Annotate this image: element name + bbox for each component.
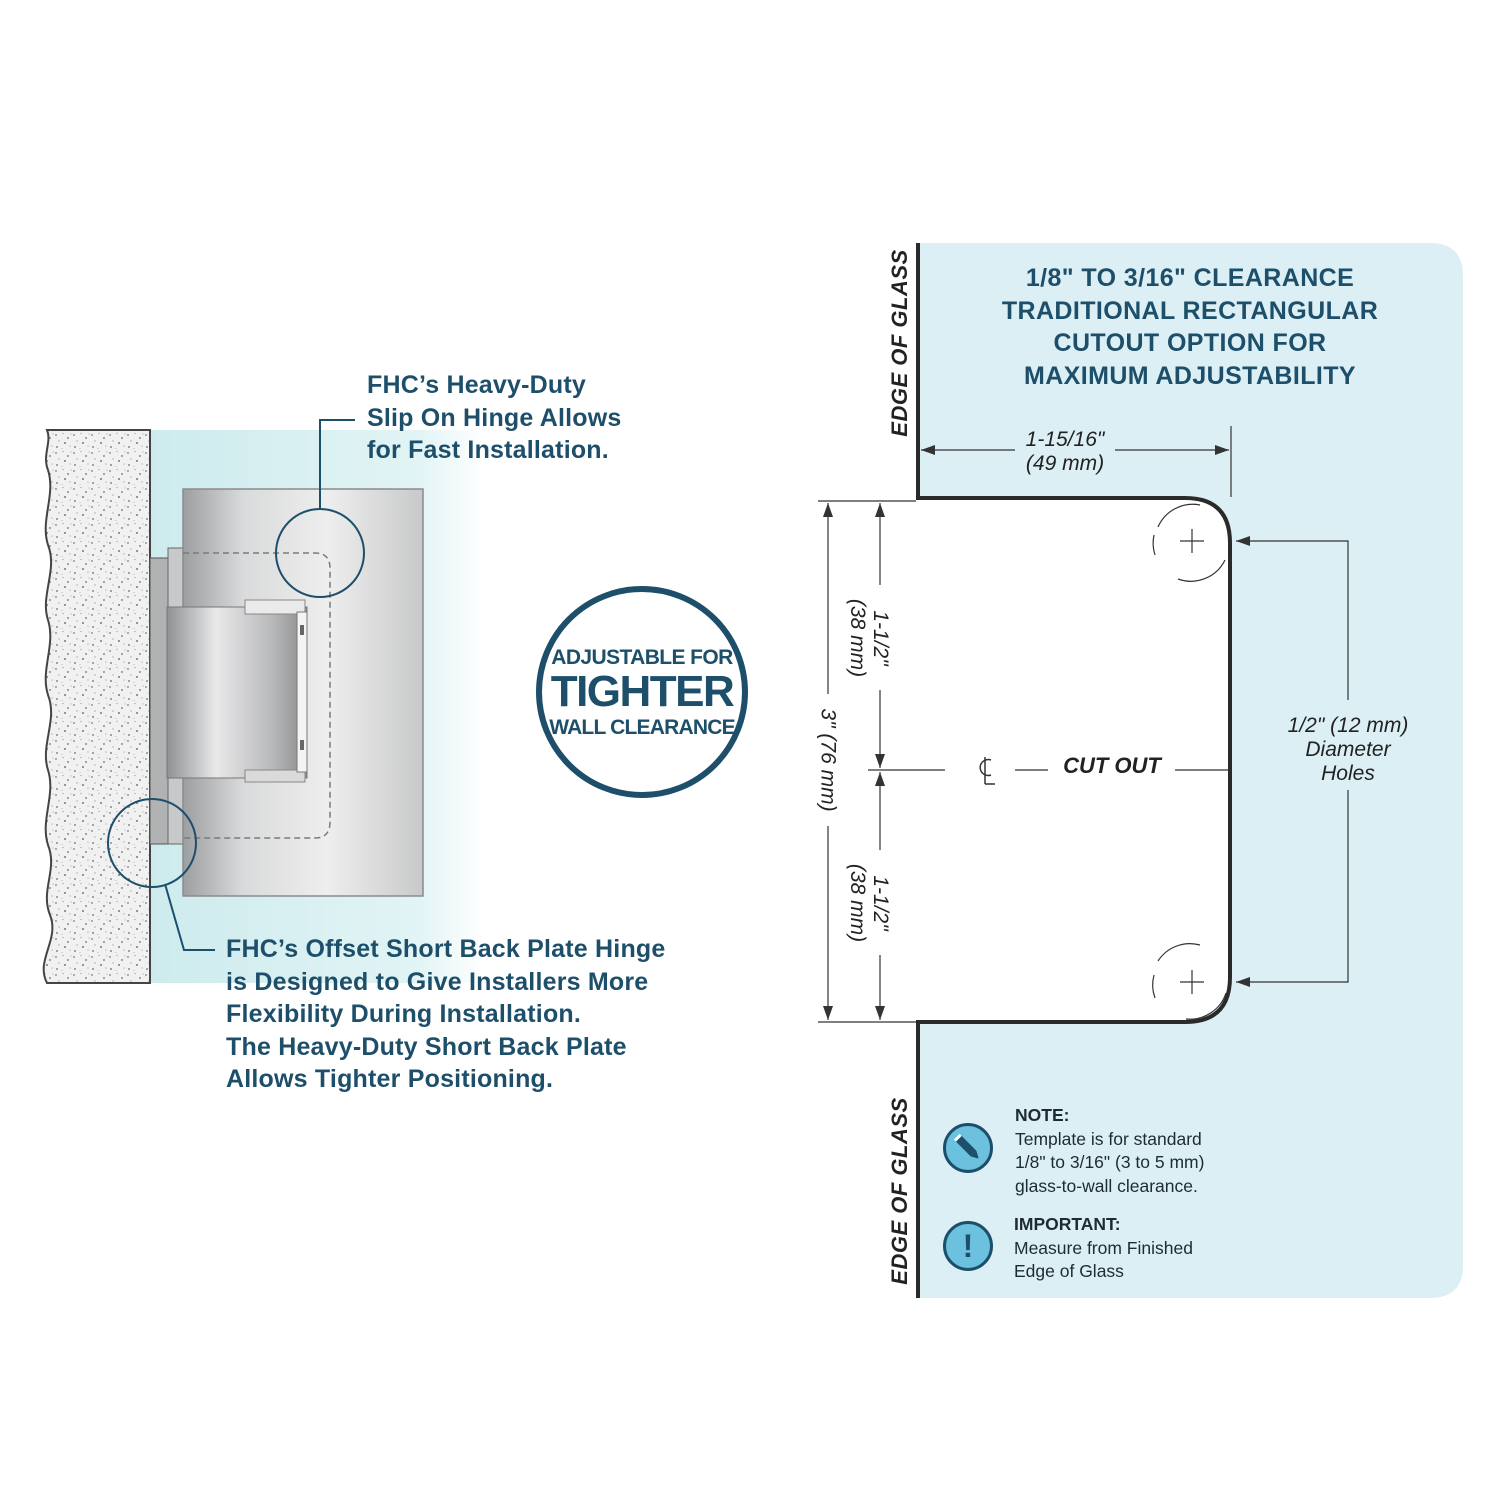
exclamation-icon: ! [943,1221,993,1271]
upper-half-dimension: 1-1/2" (38 mm) [846,598,892,678]
hole-top [1152,503,1226,582]
cutout-outline [916,243,1232,1298]
lower-half-dimension: 1-1/2" (38 mm) [846,863,892,943]
cutout-label: CUT OUT [1063,753,1161,778]
hole-dimension: 1/2" (12 mm) Diameter Holes [1287,714,1409,785]
callout-bottom-text: FHC’s Offset Short Back Plate Hinge is D… [226,935,666,1093]
important-block: IMPORTANT: Measure from Finished Edge of… [1014,1214,1193,1281]
template-heading: 1/8" TO 3/16" CLEARANCE TRADITIONAL RECT… [1001,264,1379,390]
badge-line-3: WALL CLEARANCE [549,716,735,739]
hinge-barrel [166,606,308,779]
badge-line-1: ADJUSTABLE FOR [551,646,733,669]
pencil-icon [943,1123,993,1173]
badge-line-2: TIGHTER [550,667,735,716]
width-dimension: 1-15/16" (49 mm) [1025,428,1105,475]
callout-circle-bottom [107,798,197,888]
badge-circle [536,586,748,798]
wall [42,429,151,984]
hole-bottom [1152,943,1227,1020]
callout-top-text: FHC’s Heavy-Duty Slip On Hinge Allows fo… [367,371,622,464]
glass-template-panel [918,243,1463,1298]
edge-of-glass-top: EDGE OF GLASS [887,249,912,437]
note-block: NOTE: Template is for standard 1/8" to 3… [1015,1105,1205,1196]
centerline-symbol [979,757,995,785]
edge-of-glass-bottom: EDGE OF GLASS [887,1097,912,1285]
total-height-dimension: 3" (76 mm) [816,708,840,812]
